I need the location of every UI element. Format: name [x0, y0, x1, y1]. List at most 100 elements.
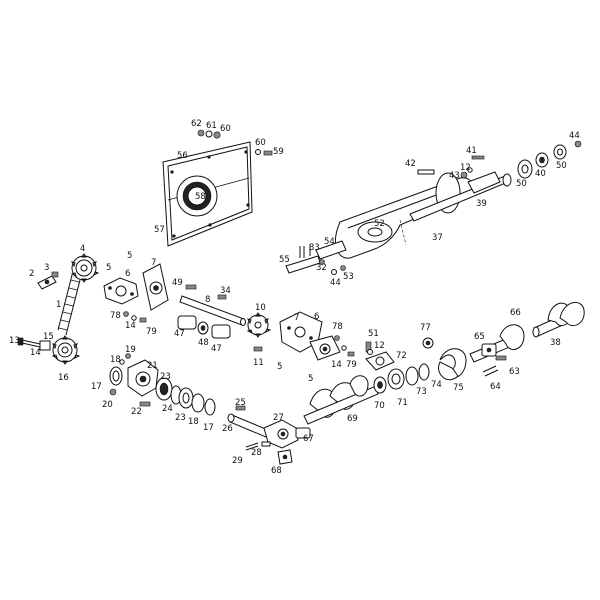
callout-44: 44: [569, 131, 580, 141]
bolt-13-bushing-14-15: [17, 337, 51, 351]
callout-17: 17: [203, 423, 214, 433]
callout-65: 65: [474, 332, 485, 342]
callout-48: 48: [198, 338, 209, 348]
callout-71: 71: [397, 398, 408, 408]
callout-50: 50: [516, 179, 527, 189]
tensioner-parts-2-3: [37, 271, 59, 290]
callout-60: 60: [220, 124, 231, 134]
callout-12: 12: [374, 341, 385, 351]
callout-19: 19: [125, 345, 136, 355]
callout-6: 6: [314, 312, 319, 322]
callout-6: 6: [125, 269, 130, 279]
gearbox-cover-plate: [162, 141, 253, 247]
fasteners-78-14-79-left: [123, 311, 147, 323]
callout-22: 22: [131, 407, 142, 417]
bearing-stack-17-24: [109, 353, 216, 416]
callout-21: 21: [147, 361, 158, 371]
callout-62: 62: [191, 119, 202, 129]
callout-37: 37: [432, 233, 443, 243]
callout-50: 50: [556, 161, 567, 171]
chain-1: [57, 274, 81, 336]
callout-78: 78: [110, 311, 121, 321]
pins-28-29-68: [245, 441, 293, 465]
fasteners-78-14-79-right: [334, 335, 355, 357]
callout-5: 5: [106, 263, 111, 273]
callout-52: 52: [374, 219, 385, 229]
callout-47: 47: [211, 344, 222, 354]
callout-72: 72: [396, 351, 407, 361]
callout-40: 40: [535, 169, 546, 179]
callout-56: 56: [177, 151, 188, 161]
callout-32: 32: [316, 263, 327, 273]
upper-sprocket-4: [70, 253, 100, 283]
callout-14: 14: [125, 321, 136, 331]
callout-29: 29: [232, 456, 243, 466]
bearing-block-right: [279, 311, 341, 361]
callout-7: 7: [151, 258, 156, 268]
callout-23: 23: [175, 413, 186, 423]
callout-5: 5: [308, 374, 313, 384]
callout-58: 58: [195, 192, 206, 202]
callout-64: 64: [490, 382, 501, 392]
callout-59: 59: [273, 147, 284, 157]
bearings-40-50-44: [517, 140, 582, 179]
callout-5: 5: [127, 251, 132, 261]
bearings-70-71-73-74: [373, 363, 430, 394]
callout-13: 13: [9, 336, 20, 346]
callout-33: 33: [309, 243, 320, 253]
callout-27: 27: [273, 413, 284, 423]
callout-69: 69: [347, 414, 358, 424]
callout-61: 61: [206, 121, 217, 131]
callout-3: 3: [44, 263, 49, 273]
callout-8: 8: [205, 295, 210, 305]
callout-12: 12: [460, 163, 471, 173]
bearing-block-left: [103, 277, 139, 305]
callout-7: 7: [294, 313, 299, 323]
drive-shaft-39: [409, 171, 512, 222]
callout-67: 67: [303, 434, 314, 444]
callout-75: 75: [453, 383, 464, 393]
callout-42: 42: [405, 159, 416, 169]
callout-53: 53: [343, 272, 354, 282]
callout-16: 16: [58, 373, 69, 383]
callout-labels: 62 61 60 60 59 56 58 57 41 44 42 43 12 5…: [9, 119, 580, 476]
callout-14: 14: [331, 360, 342, 370]
lower-shaft-26: [227, 405, 269, 438]
callout-54: 54: [324, 237, 335, 247]
callout-77: 77: [420, 323, 431, 333]
coupling-27: [263, 419, 311, 449]
callout-44: 44: [330, 278, 341, 288]
callout-49: 49: [172, 278, 183, 288]
cover-fasteners-59-62: [197, 129, 273, 156]
lower-sprocket-16: [51, 335, 81, 365]
shaft-coupling-65-63-64: [469, 337, 513, 377]
callout-1: 1: [56, 300, 61, 310]
callout-79: 79: [346, 360, 357, 370]
callout-34: 34: [220, 286, 231, 296]
callout-78: 78: [332, 322, 343, 332]
callout-70: 70: [374, 401, 385, 411]
sprocket-10: [246, 312, 272, 352]
callout-14: 14: [30, 348, 41, 358]
callout-63: 63: [509, 367, 520, 377]
callout-66: 66: [510, 308, 521, 318]
auger-69: [303, 375, 379, 425]
callout-38: 38: [550, 338, 561, 348]
bolts-41-42-43: [417, 155, 485, 179]
callout-26: 26: [222, 424, 233, 434]
callout-68: 68: [271, 466, 282, 476]
auger-75-77: [422, 337, 467, 381]
auger-housing: [335, 172, 474, 259]
callout-74: 74: [431, 380, 442, 390]
auger-66-38: [499, 302, 585, 351]
callout-60: 60: [255, 138, 266, 148]
callout-28: 28: [251, 448, 262, 458]
callout-47: 47: [174, 329, 185, 339]
callout-23: 23: [160, 372, 171, 382]
callout-5: 5: [277, 362, 282, 372]
callout-39: 39: [476, 199, 487, 209]
callout-51: 51: [368, 329, 379, 339]
callout-11: 11: [253, 358, 264, 368]
bracket-55-54: [285, 240, 347, 275]
